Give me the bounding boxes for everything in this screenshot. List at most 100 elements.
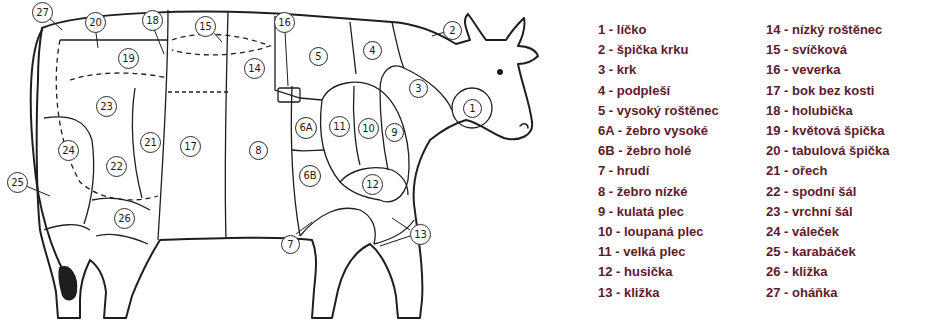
cut-line xyxy=(300,208,375,244)
callout-number: 23 xyxy=(100,102,113,112)
cut-line xyxy=(321,100,380,200)
callout-circle: 27 xyxy=(32,2,53,23)
callout-number: 11 xyxy=(333,122,346,132)
callout-circle: 14 xyxy=(244,58,265,79)
callout-circle: 21 xyxy=(140,132,161,153)
callout-number: 6A xyxy=(299,123,312,133)
veverka-block xyxy=(278,88,300,102)
cut-line xyxy=(374,220,414,244)
callout-circle: 22 xyxy=(106,156,127,177)
callout-circle: 24 xyxy=(58,140,79,161)
cut-name: 15 - svíčková xyxy=(766,42,847,58)
callout-circle: 1 xyxy=(463,99,482,118)
cut-name: 13 - kližka xyxy=(598,285,659,301)
callout-number: 16 xyxy=(278,18,291,28)
cut-line xyxy=(96,234,148,244)
cut-name: 22 - spodní šál xyxy=(766,184,856,200)
callout-circle: 5 xyxy=(309,47,328,66)
cut-name: 8 - žebro nízké xyxy=(598,184,688,200)
cut-name: 25 - karabáček xyxy=(766,244,856,260)
cut-line xyxy=(158,10,168,240)
leader-line xyxy=(392,218,410,230)
cut-name: 6A - žebro vysoké xyxy=(598,123,708,139)
cut-name: 20 - tabulová špička xyxy=(766,143,890,159)
tail-tuft xyxy=(59,267,76,299)
cut-name: 14 - nízký roštěnec xyxy=(766,22,882,38)
cut-name: 9 - kulatá plec xyxy=(598,204,684,220)
cut-line xyxy=(56,40,158,200)
callout-circle: 13 xyxy=(410,224,431,245)
callout-number: 25 xyxy=(11,178,24,188)
cut-line xyxy=(380,66,404,90)
callout-circle: 7 xyxy=(281,235,300,254)
cut-line xyxy=(340,168,408,195)
cut-line xyxy=(350,22,356,74)
callout-number: 20 xyxy=(89,18,102,28)
leader-line xyxy=(26,186,50,196)
cut-name: 2 - špička krku xyxy=(598,42,688,58)
callout-circle: 17 xyxy=(180,136,201,157)
nostril xyxy=(520,124,528,128)
cut-name: 10 - loupaná plec xyxy=(598,224,703,240)
cut-name: 3 - krk xyxy=(598,62,636,78)
leader-line xyxy=(285,31,288,86)
callout-number: 6B xyxy=(303,171,316,181)
callout-number: 17 xyxy=(184,142,197,152)
leader-line xyxy=(154,29,164,54)
cut-name: 7 - hrudí xyxy=(598,163,649,179)
cheek-outline xyxy=(452,88,492,128)
leader-line xyxy=(96,33,98,48)
callout-circle: 20 xyxy=(85,12,106,33)
cut-line xyxy=(44,117,94,224)
cut-line xyxy=(44,225,90,230)
callout-number: 10 xyxy=(362,124,375,134)
callout-circle: 15 xyxy=(195,16,216,37)
cut-name: 16 - veverka xyxy=(766,62,840,78)
leader-line xyxy=(214,33,222,42)
callout-number: 19 xyxy=(122,54,135,64)
callout-circle: 19 xyxy=(118,48,139,69)
cut-name: 6B - žebro holé xyxy=(598,143,691,159)
callout-number: 3 xyxy=(415,84,421,94)
callout-number: 14 xyxy=(248,64,261,74)
callout-circle: 23 xyxy=(96,96,117,117)
callout-number: 13 xyxy=(414,230,427,240)
cut-name: 1 - líčko xyxy=(598,22,646,38)
callout-circle: 9 xyxy=(385,123,404,142)
cow-outline xyxy=(37,12,538,318)
cut-lines xyxy=(44,10,492,244)
callout-circle: 6A xyxy=(295,117,317,139)
callout-number: 24 xyxy=(62,146,75,156)
cut-line xyxy=(392,22,452,110)
callout-number: 26 xyxy=(118,214,131,224)
cut-line xyxy=(70,73,168,80)
cut-name: 26 - kližka xyxy=(766,264,827,280)
cut-line xyxy=(60,39,168,40)
callout-number: 2 xyxy=(449,26,455,36)
leader-line xyxy=(380,236,410,246)
cut-name: 5 - vysoký roštěnec xyxy=(598,103,719,119)
callout-circle: 4 xyxy=(363,41,382,60)
callout-circle: 25 xyxy=(7,172,28,193)
callout-circle: 18 xyxy=(142,10,163,31)
cut-line xyxy=(291,86,300,236)
cut-line xyxy=(168,91,228,92)
callout-number: 15 xyxy=(199,22,212,32)
callout-number: 21 xyxy=(144,138,157,148)
callout-circle: 6B xyxy=(299,165,321,187)
cut-name: 23 - vrchní šál xyxy=(766,204,853,220)
cut-name: 24 - váleček xyxy=(766,224,839,240)
callout-number: 18 xyxy=(146,16,159,26)
cut-line xyxy=(172,34,270,55)
callout-number: 27 xyxy=(36,8,49,18)
callout-circle: 16 xyxy=(274,12,295,33)
cut-line xyxy=(292,149,324,151)
cut-name: 11 - velká plec xyxy=(598,244,685,260)
callout-number: 8 xyxy=(255,146,261,156)
callout-number: 4 xyxy=(369,46,375,56)
cut-line xyxy=(225,12,228,238)
cut-name: 21 - ořech xyxy=(766,163,827,179)
callout-number: 5 xyxy=(315,52,321,62)
callout-circle: 3 xyxy=(409,79,428,98)
eye xyxy=(497,69,503,75)
